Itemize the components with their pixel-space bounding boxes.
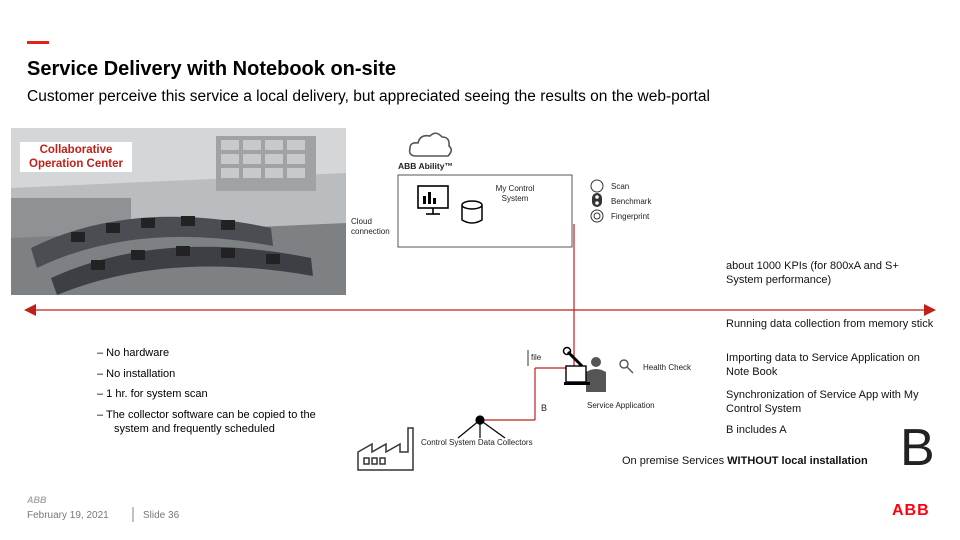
scan-label: Scan (611, 182, 630, 191)
engineer-laptop-icon (564, 357, 606, 392)
slide-subtitle: Customer perceive this service a local d… (27, 88, 710, 105)
big-letter-b: B (900, 419, 935, 477)
magnifier-icon (619, 359, 634, 374)
abb-logo: ABB (892, 502, 930, 519)
list-item: – No installation (97, 367, 176, 380)
factory-icon (357, 427, 414, 471)
collector-tree (457, 415, 506, 439)
monitor-icon (417, 185, 449, 215)
wrench-icon (562, 346, 584, 368)
sync-note: Synchronization of Service App with My C… (726, 389, 919, 415)
importing-note: Importing data to Service Application on… (726, 352, 920, 378)
benchmark-label: Benchmark (611, 197, 652, 206)
scan-icon (590, 179, 604, 193)
kpis-note: about 1000 KPIs (for 800xA and S+ System… (726, 260, 899, 286)
list-item: – The collector software can be copied t… (97, 408, 316, 435)
database-icon (461, 200, 483, 224)
fingerprint-icon (590, 209, 604, 223)
benefits-list: – No hardware – No installation – 1 hr. … (97, 346, 347, 442)
on-premise-note: On premise Services WITHOUT local instal… (622, 454, 868, 468)
running-note: Running data collection from memory stic… (726, 318, 934, 330)
on-premise-bold: WITHOUT local installation (727, 455, 868, 467)
cloud-box (397, 174, 573, 248)
health-check-label: Health Check (643, 363, 692, 372)
boundary-arrow-left-icon (24, 304, 36, 316)
accent-bar (27, 41, 49, 44)
abb-ability-brand: ABB Ability™ (398, 161, 453, 171)
b-includes-a-note: B includes A (726, 424, 787, 436)
list-item: – 1 hr. for system scan (97, 388, 208, 400)
cloud-icon (408, 132, 453, 157)
fingerprint-label: Fingerprint (611, 212, 650, 221)
service-application-label: Service Application (587, 401, 655, 410)
file-label: file (531, 353, 542, 362)
cloud-connection-label: Cloud connection (351, 217, 390, 236)
on-premise-prefix: On premise Services (622, 455, 728, 467)
slide-title: Service Delivery with Notebook on-site (27, 58, 396, 80)
collaborative-operation-center-label: Collaborative Operation Center (20, 142, 132, 172)
footer-logo-small: ABB (27, 495, 47, 505)
my-control-system-label: My Control System (495, 184, 535, 203)
boundary-arrow-right-icon (924, 304, 936, 316)
b-marker-label: B (541, 403, 548, 413)
collectors-label: Control System Data Collectors (421, 438, 533, 447)
footer-date: February 19, 2021 (27, 510, 109, 521)
list-item: – No hardware (97, 347, 170, 359)
benchmark-icon (592, 193, 602, 207)
footer-slide-number: Slide 36 (143, 510, 180, 521)
